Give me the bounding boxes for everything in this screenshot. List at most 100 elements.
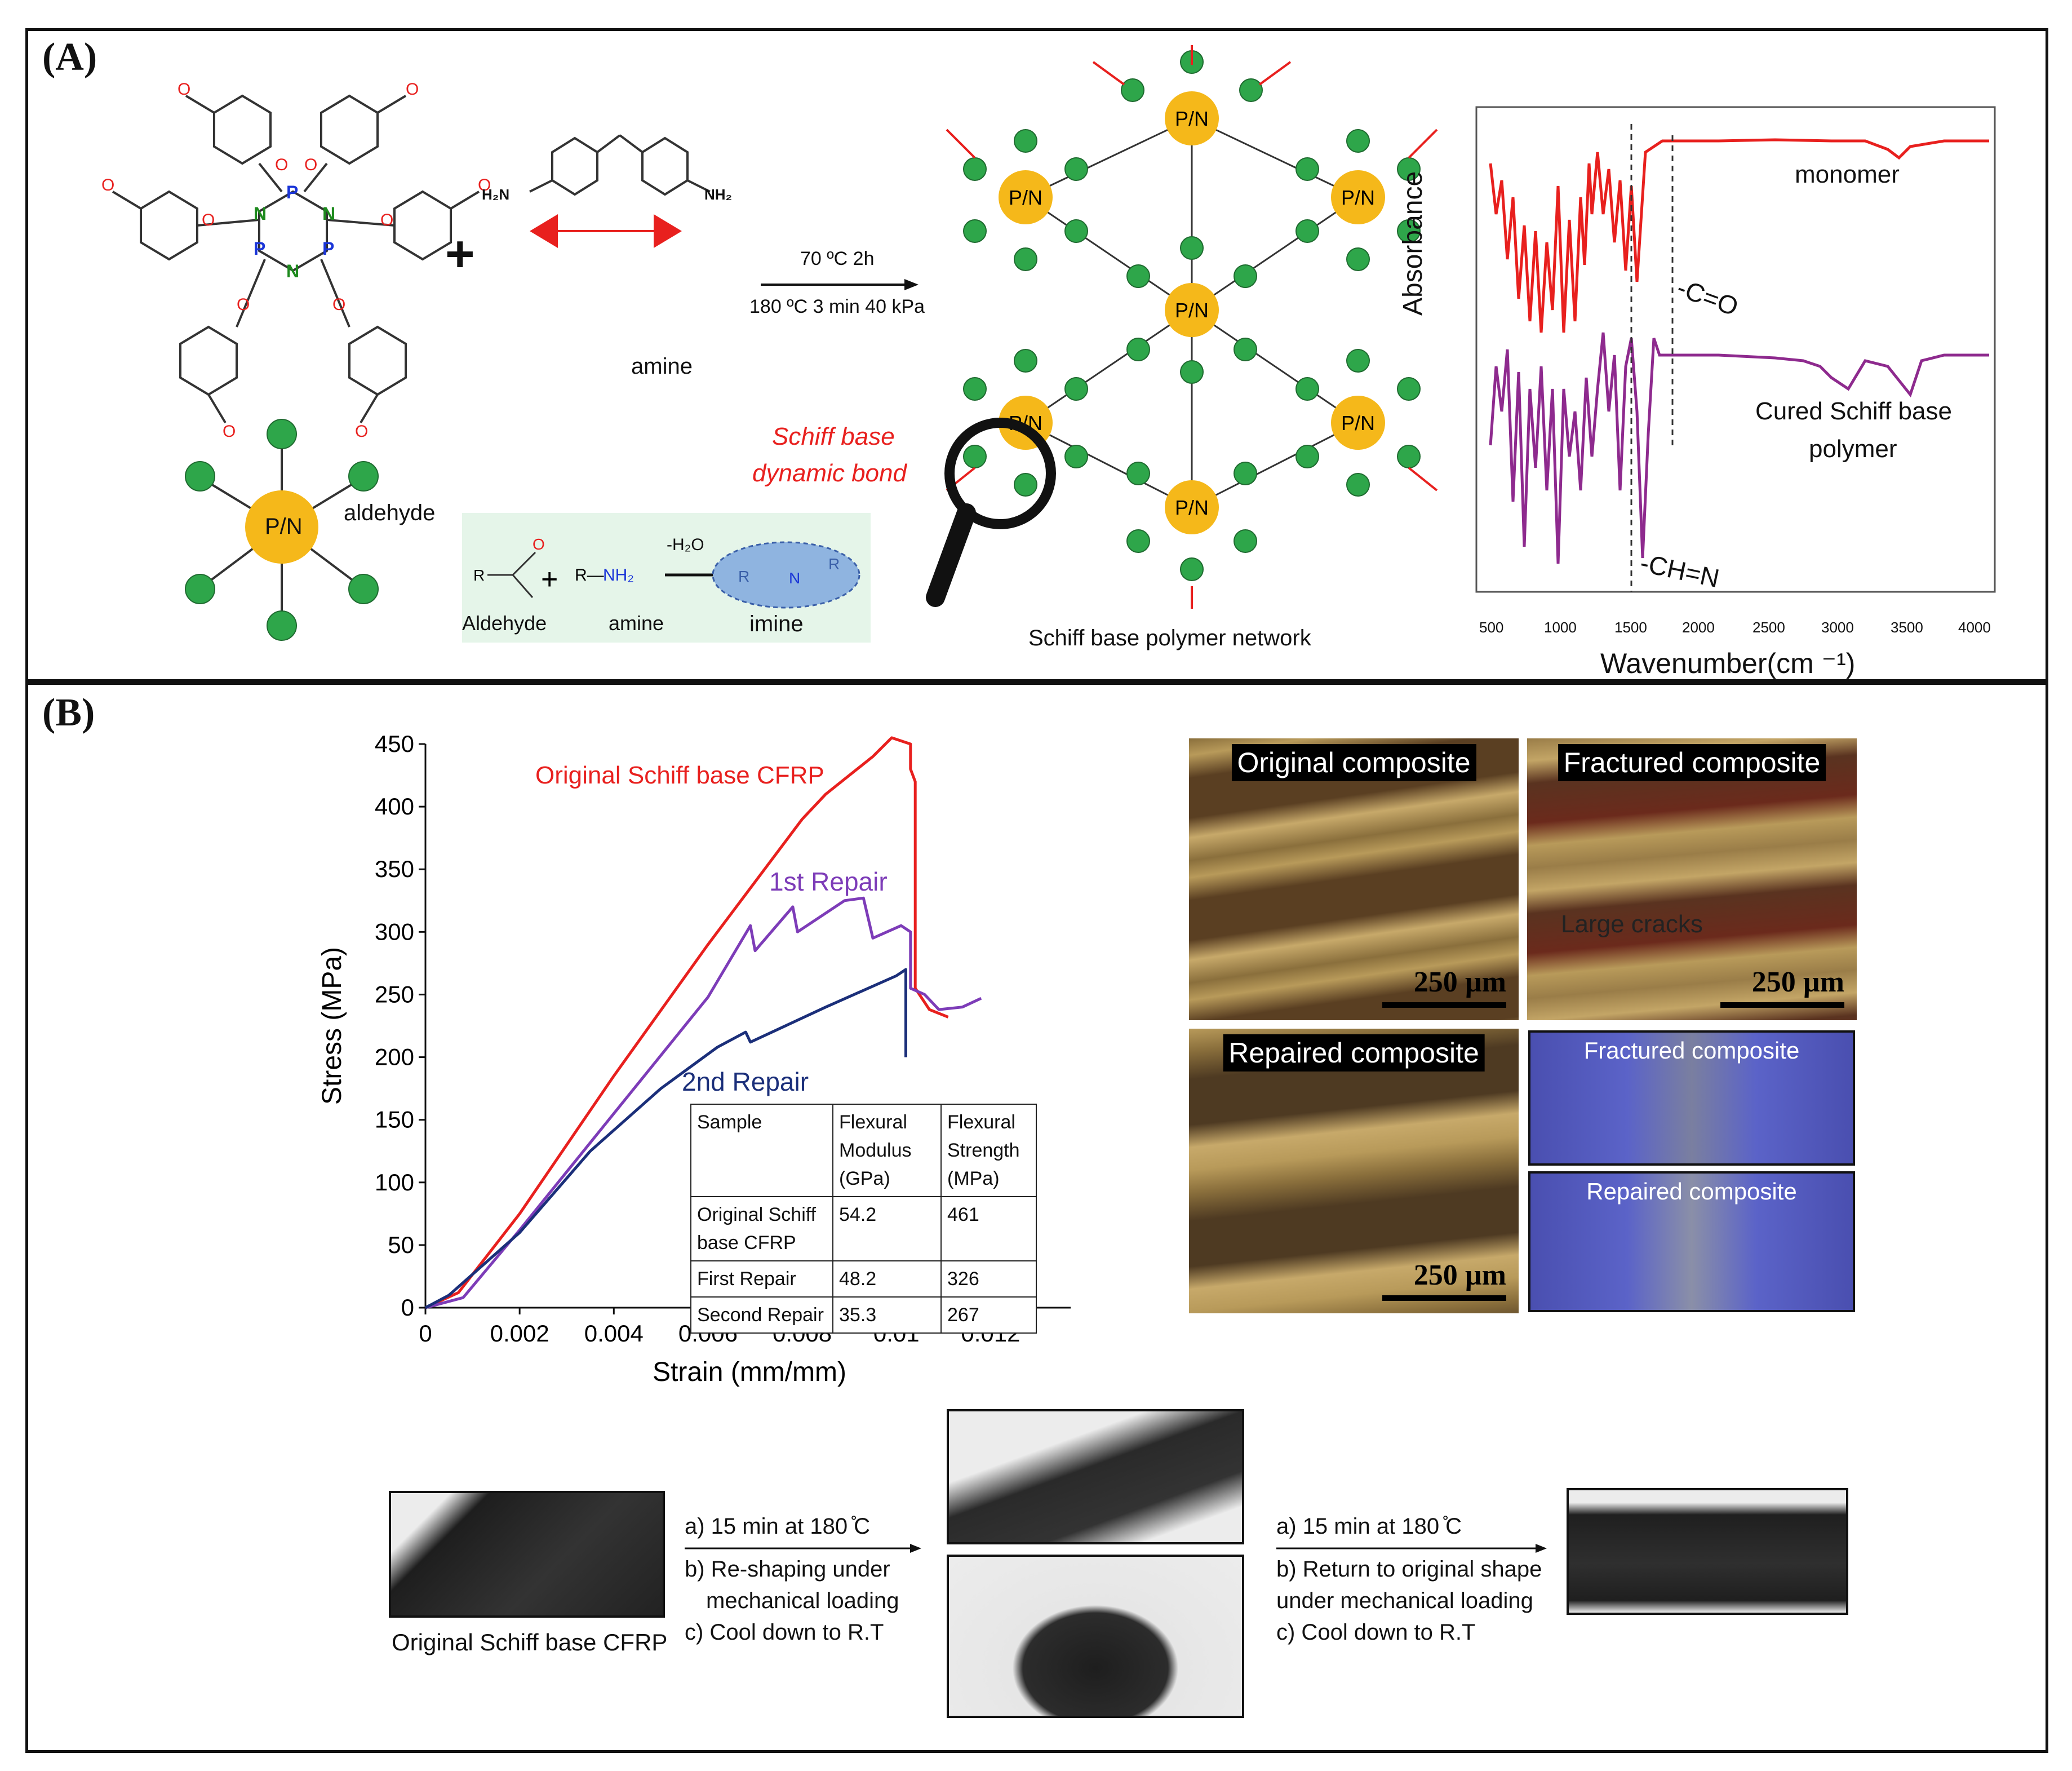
properties-table: Sample Flexural Modulus (GPa) Flexural S…: [690, 1104, 1037, 1334]
svg-text:P/N: P/N: [1341, 186, 1375, 209]
table-header-cell: Flexural Strength (MPa): [940, 1104, 1037, 1197]
svg-text:P/N: P/N: [1175, 299, 1209, 322]
svg-text:O: O: [380, 211, 393, 229]
step-2-line-1: a) 15 min at 180 ̊C: [1276, 1514, 1462, 1539]
svg-text:P: P: [254, 238, 265, 259]
cured-spectrum: [1489, 332, 1989, 564]
svg-text:O: O: [406, 80, 419, 99]
micrograph-repaired: Repaired composite 250 µm: [1189, 1029, 1519, 1313]
svg-text:P/N: P/N: [1175, 496, 1209, 519]
table-row: Second Repair 35.3 267: [690, 1296, 1037, 1334]
svg-text:P/N: P/N: [1341, 411, 1375, 435]
svg-text:+: +: [541, 563, 558, 596]
photo-reshaped-arch: [947, 1555, 1244, 1718]
panel-a-label: (A): [42, 36, 97, 79]
scale-bar: [1382, 1002, 1506, 1008]
svg-text:N: N: [322, 203, 335, 224]
svg-text:NH₂: NH₂: [603, 566, 634, 585]
photo-repaired: Repaired composite: [1528, 1171, 1855, 1312]
y-axis-title: Stress (MPa): [317, 947, 347, 1105]
svg-text:P: P: [286, 182, 298, 202]
table-row: Original Schiff base CFRP 54.2 461: [690, 1196, 1037, 1261]
micrograph-original: Original composite 250 µm: [1189, 738, 1519, 1020]
step-1-line-3: mechanical loading: [706, 1588, 899, 1613]
nh2-right: NH₂: [704, 186, 733, 203]
reaction-imine: imine: [749, 612, 804, 636]
svg-text:R: R: [473, 566, 485, 584]
photo-repaired-title: Repaired composite: [1586, 1178, 1797, 1205]
x-tick-label: 0.004: [584, 1320, 644, 1347]
ftir-xtick-8: 4000: [1958, 619, 1991, 636]
ftir-xtick-4: 2000: [1682, 619, 1715, 636]
conditions-top: 70 ºC 2h: [800, 248, 875, 269]
svg-text:O: O: [275, 156, 288, 174]
annotation-1st-repair: 1st Repair: [769, 867, 888, 896]
table-cell: 35.3: [832, 1296, 942, 1334]
micrograph-fractured-title: Fractured composite: [1558, 744, 1826, 781]
ftir-chart: [1475, 106, 1996, 593]
diamine-structure: [529, 134, 711, 248]
ftir-monomer-label: monomer: [1795, 161, 1900, 188]
step-2-arrow: [1276, 1544, 1547, 1553]
svg-text:P/N: P/N: [1175, 107, 1209, 130]
photo-fractured: Fractured composite: [1528, 1030, 1855, 1166]
table-cell: 54.2: [832, 1196, 942, 1261]
step-2-line-3: under mechanical loading: [1276, 1588, 1533, 1613]
schiff-bond-label-2: dynamic bond: [752, 459, 907, 487]
svg-text:O: O: [202, 211, 215, 229]
table-row: First Repair 48.2 326: [690, 1260, 1037, 1298]
svg-text:R—: R—: [575, 566, 604, 585]
ftir-xtick-6: 3000: [1821, 619, 1854, 636]
step-1-arrow: [685, 1544, 921, 1553]
table-cell: 48.2: [832, 1260, 942, 1298]
micrograph-fractured: Fractured composite Large cracks 250 µm: [1527, 738, 1857, 1020]
ftir-xtick-1: 500: [1479, 619, 1504, 636]
step-2-line-4: c) Cool down to R.T: [1276, 1620, 1476, 1645]
annotation-original: Original Schiff base CFRP: [535, 761, 824, 789]
svg-text:O: O: [304, 156, 317, 174]
step-2-line-2: b) Return to original shape: [1276, 1557, 1542, 1582]
core-label: P/N: [265, 514, 303, 539]
step-1-line-4: c) Cool down to R.T: [685, 1620, 884, 1645]
table-cell: Second Repair: [690, 1296, 833, 1334]
micrograph-original-title: Original composite: [1231, 744, 1476, 781]
reaction-scheme: R O + R—NH₂ R N R: [473, 535, 860, 609]
plus-sign: +: [445, 226, 475, 282]
y-tick-label: 200: [375, 1044, 414, 1070]
svg-text:R: R: [738, 568, 749, 585]
series-line-1: [424, 736, 949, 1309]
series-line-2: [425, 896, 982, 1309]
y-tick-label: 400: [375, 793, 414, 820]
scale-label: 250 µm: [1751, 966, 1844, 998]
ftir-xtick-2: 1000: [1544, 619, 1577, 636]
nh2-left: H₂N: [482, 186, 510, 203]
reaction-arrow: [761, 279, 919, 290]
aldehyde-label: aldehyde: [344, 501, 436, 525]
ftir-ylabel: Absorbance: [1398, 171, 1428, 316]
table-cell: Original Schiff base CFRP: [690, 1196, 833, 1261]
water-loss: -H₂O: [667, 535, 704, 554]
panel-b-label: (B): [42, 691, 95, 734]
x-axis-title: Strain (mm/mm): [653, 1357, 846, 1387]
ftir-xlabel: Wavenumber(cm ⁻¹): [1600, 648, 1856, 679]
scale-bar: [1720, 1002, 1844, 1008]
annotation-2nd-repair: 2nd Repair: [682, 1067, 809, 1096]
y-tick-label: 0: [401, 1294, 414, 1321]
table-header-cell: Flexural Modulus (GPa): [832, 1104, 942, 1197]
svg-text:O: O: [101, 176, 114, 194]
photo-restored-cfrp: [1567, 1488, 1848, 1615]
y-tick-label: 150: [375, 1106, 414, 1133]
step-1-line-2: b) Re-shaping under: [685, 1557, 890, 1582]
original-cfrp-caption: Original Schiff base CFRP: [392, 1629, 668, 1655]
x-tick-label: 0.002: [490, 1320, 549, 1347]
photo-original-cfrp: [389, 1491, 665, 1618]
svg-text:O: O: [332, 295, 345, 314]
ftir-xtick-7: 3500: [1891, 619, 1923, 636]
photo-reshaped-wave: [947, 1409, 1244, 1544]
scale-label: 250 µm: [1413, 966, 1506, 998]
reaction-amine: amine: [609, 612, 664, 635]
svg-text:O: O: [478, 176, 491, 194]
amine-label: amine: [631, 354, 693, 379]
ftir-xtick-5: 2500: [1752, 619, 1785, 636]
monomer-spectrum: [1489, 138, 1989, 333]
